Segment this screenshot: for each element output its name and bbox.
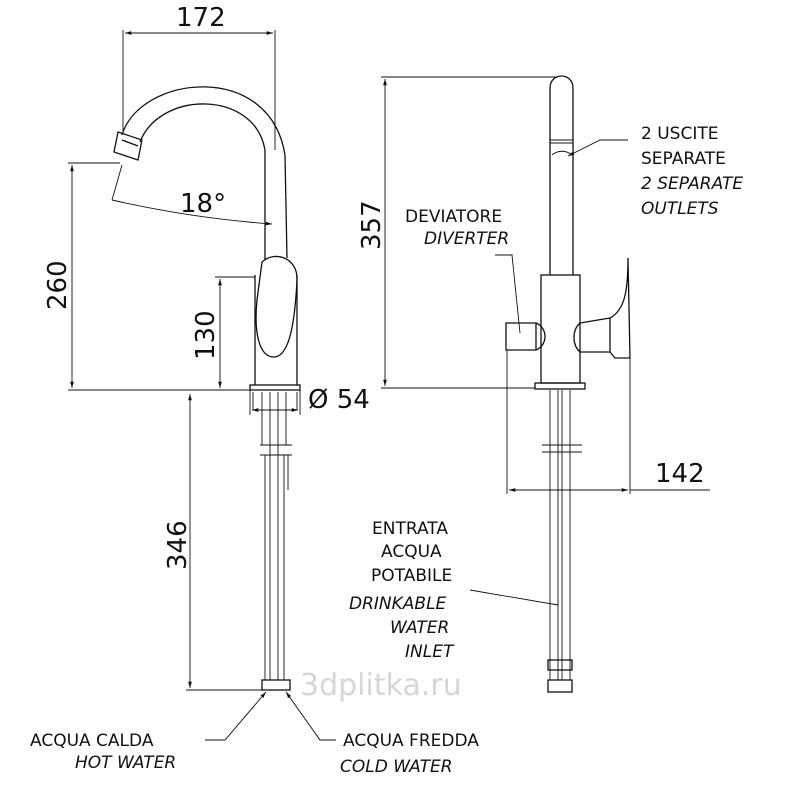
inlet-label-en-1: DRINKABLE bbox=[349, 594, 447, 614]
outlets-label-it-2: SEPARATE bbox=[641, 149, 726, 169]
hot-water-label-it: ACQUA CALDA bbox=[30, 731, 154, 751]
outlets-label-en-1: 2 SEPARATE bbox=[641, 174, 743, 194]
outlets-label-en-2: OUTLETS bbox=[641, 199, 719, 219]
hose-fittings bbox=[261, 679, 291, 691]
diverter-knob bbox=[505, 322, 546, 351]
side-shanks bbox=[542, 390, 582, 680]
side-body bbox=[540, 274, 581, 384]
spout-tube bbox=[549, 75, 574, 275]
mount-shank bbox=[252, 392, 298, 680]
spout-outer bbox=[121, 86, 288, 259]
handle bbox=[255, 255, 298, 358]
side-base bbox=[534, 382, 586, 390]
dim-spout-reach: 172 bbox=[176, 3, 226, 33]
cold-water-label-it: ACQUA FREDDA bbox=[343, 731, 479, 751]
cold-water-label-en: COLD WATER bbox=[340, 757, 453, 777]
dim-spout-angle: 18° bbox=[180, 189, 226, 219]
inlet-label-it-2: ACQUA bbox=[381, 542, 442, 562]
inlet-label-it-1: ENTRATA bbox=[372, 519, 448, 539]
dim-body-height: 130 bbox=[191, 310, 221, 360]
watermark: 3dplitka.ru bbox=[300, 668, 462, 703]
base-plate bbox=[249, 384, 301, 391]
dim-spout-height: 260 bbox=[43, 260, 73, 310]
side-handle bbox=[573, 257, 631, 359]
outlets bbox=[550, 139, 573, 156]
dim-depth: 142 bbox=[655, 459, 705, 489]
inlet-label-it-3: POTABILE bbox=[371, 566, 452, 586]
side-fittings-bottom bbox=[547, 679, 573, 693]
outlets-label-it-1: 2 USCITE bbox=[641, 124, 718, 144]
hot-water-label-en: HOT WATER bbox=[75, 753, 176, 773]
side-view: 357 142 2 USCITE SEPARATE 2 SEPARATE OUT… bbox=[349, 75, 743, 693]
dim-total-height: 357 bbox=[357, 200, 387, 250]
spout-inner bbox=[139, 103, 266, 260]
diverter-label-en: DIVERTER bbox=[424, 229, 509, 249]
dim-hose-length: 346 bbox=[163, 520, 193, 570]
front-view: 172 18° 260 130 Ø 54 346 ACQUA CALDA HOT… bbox=[30, 3, 479, 777]
inlet-label-en-3: INLET bbox=[405, 642, 455, 662]
body bbox=[254, 275, 298, 385]
inlet-label-en-2: WATER bbox=[390, 618, 449, 638]
diverter-label-it: DEVIATORE bbox=[405, 207, 502, 227]
side-fittings-top bbox=[547, 659, 573, 671]
aerator bbox=[113, 131, 143, 161]
dim-base-diameter: Ø 54 bbox=[308, 385, 370, 415]
